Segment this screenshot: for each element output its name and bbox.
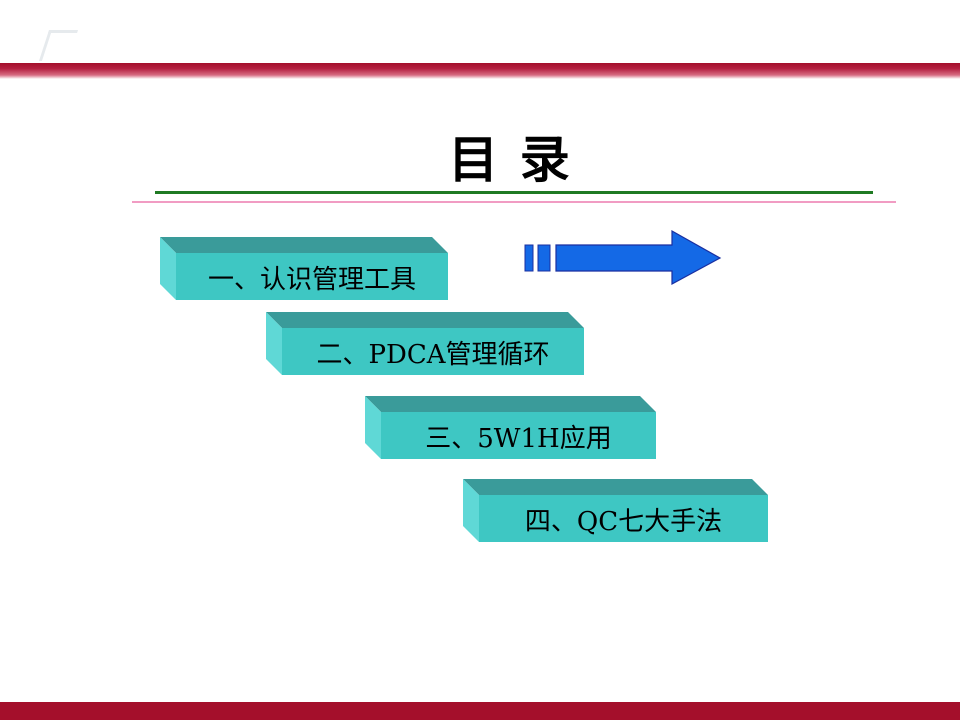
title-underline-pink: [132, 201, 896, 203]
logo-mark-icon: [38, 30, 79, 61]
slide-title: 目 录: [448, 130, 572, 189]
box-3d-shape: [266, 312, 584, 375]
top-band: [0, 63, 960, 79]
toc-item-label: 一、认识管理工具: [207, 265, 416, 295]
title-underline-green: [155, 191, 873, 194]
bottom-band: [0, 702, 960, 720]
right-arrow-icon: [524, 229, 722, 286]
toc-item-4[interactable]: 四、QC七大手法: [463, 479, 768, 542]
toc-item-3[interactable]: 三、5W1H应用: [365, 396, 656, 459]
box-3d-shape: [463, 479, 768, 542]
box-3d-shape: [365, 396, 656, 459]
toc-item-label: 四、QC七大手法: [524, 507, 723, 537]
box-3d-shape: [160, 237, 448, 300]
toc-item-label: 二、PDCA管理循环: [316, 340, 550, 370]
toc-item-1[interactable]: 一、认识管理工具: [160, 237, 448, 300]
watermark-logo: [38, 22, 274, 82]
toc-item-2[interactable]: 二、PDCA管理循环: [266, 312, 584, 375]
toc-item-label: 三、5W1H应用: [425, 424, 612, 454]
